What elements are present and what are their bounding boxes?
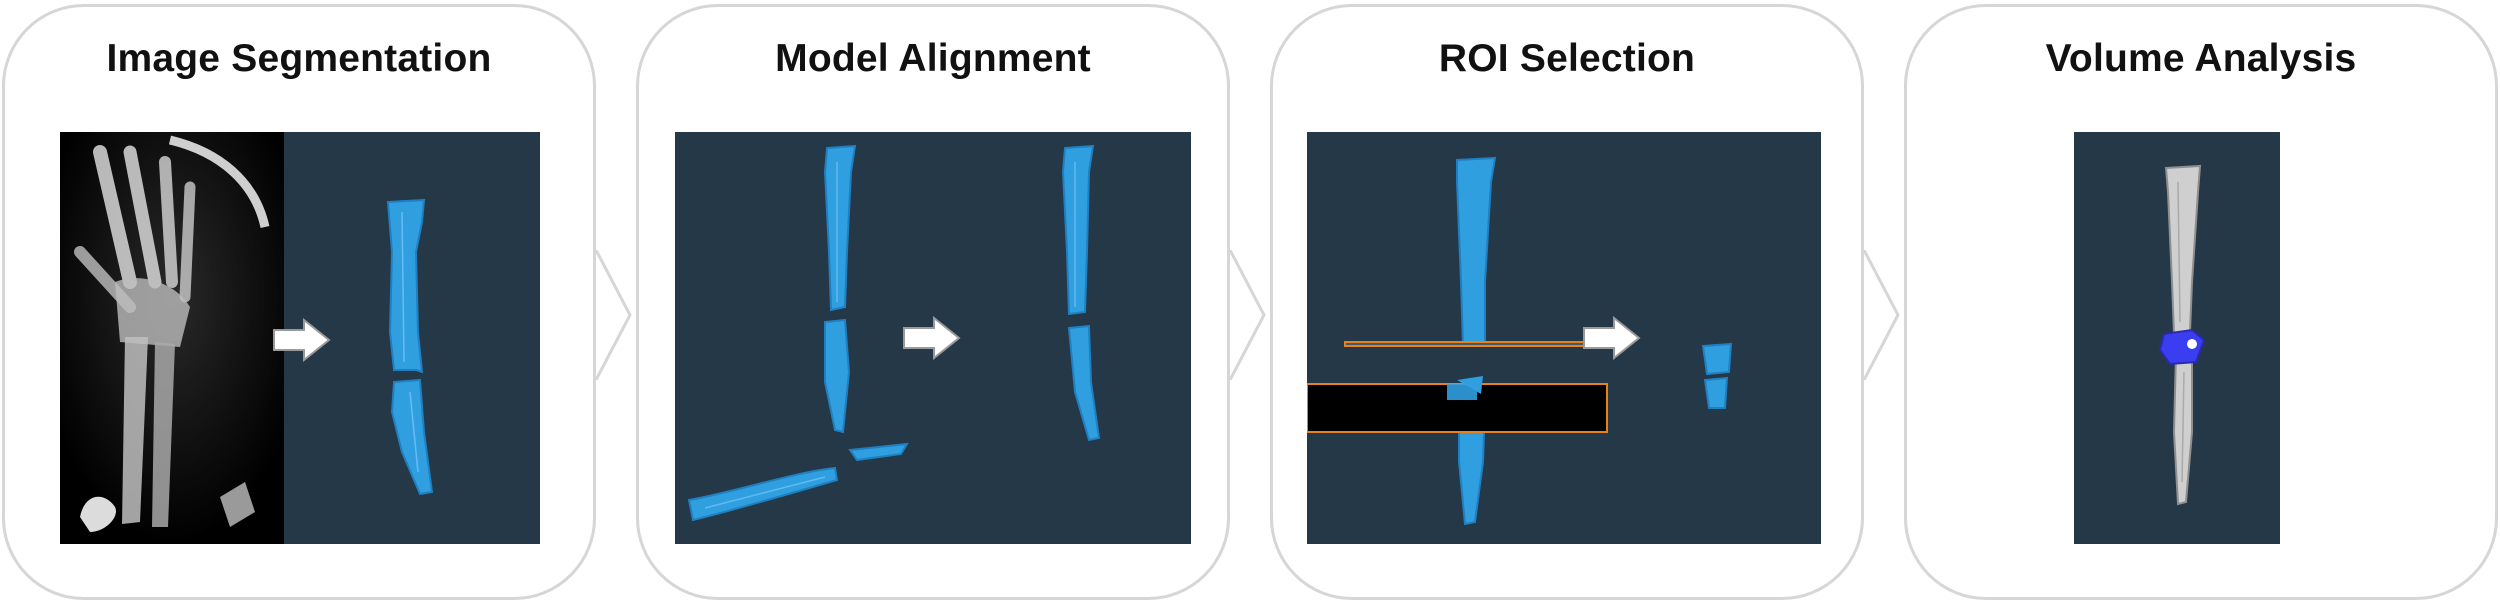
- segmented-bone-view: [284, 132, 540, 544]
- roi-volume-highlight: [2158, 328, 2206, 366]
- right-arrow-icon: [273, 318, 331, 362]
- volume-analysis-view: [2074, 132, 2280, 544]
- chevron-right-icon: [596, 250, 632, 380]
- step-title: ROI Selection: [1438, 37, 1696, 80]
- step-title: Model Alignment: [775, 37, 1091, 80]
- step-title: Image Segmentation: [106, 37, 492, 80]
- right-arrow-icon: [903, 316, 961, 360]
- chevron-right-icon: [1864, 250, 1900, 380]
- ct-scan-image: [60, 132, 284, 544]
- right-arrow-icon: [1583, 316, 1641, 360]
- roi-selection-view: [1307, 132, 1821, 544]
- chevron-right-icon: [1230, 250, 1266, 380]
- roi-plane-top: [1344, 341, 1616, 347]
- step-title: Volume Analysis: [2045, 37, 2357, 80]
